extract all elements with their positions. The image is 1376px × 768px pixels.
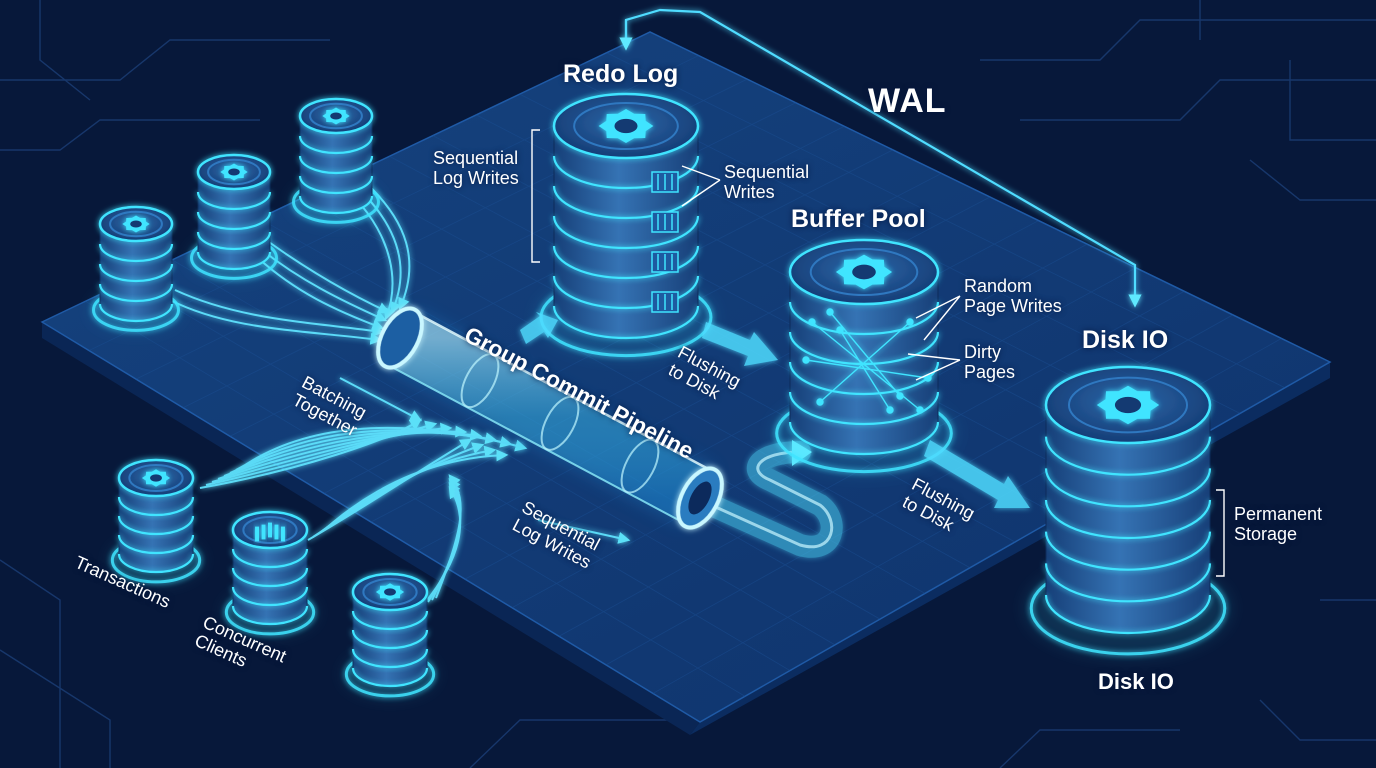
gear-icon [322, 107, 350, 125]
disk-io-cylinder [1025, 365, 1231, 658]
gear-icon [835, 254, 893, 290]
buffer-pool-title: Buffer Pool [791, 205, 926, 233]
client-db-1 [91, 205, 181, 333]
client-db-5 [223, 510, 317, 636]
flow-lines [169, 181, 631, 605]
arrow-icon [520, 312, 558, 344]
callout-lines [531, 129, 1225, 577]
block-arrows [520, 312, 1030, 508]
disk-io-title: Disk IO [1082, 326, 1169, 354]
redo-log-title: Redo Log [563, 60, 679, 88]
client-db-3 [291, 97, 381, 225]
client-db-4 [109, 458, 203, 584]
server-rack-icon [255, 522, 285, 542]
arrow-icon [924, 440, 1030, 508]
sequential-writes-label: Sequential Writes [724, 162, 810, 203]
random-page-writes-label: Random Page Writes [964, 276, 1062, 317]
sequential-log-writes-label: Sequential Log Writes [433, 148, 519, 189]
gear-icon [598, 109, 654, 143]
buffer-pool-cylinder [771, 238, 957, 475]
disk-io-caption: Disk IO [1098, 669, 1174, 694]
gear-icon [375, 583, 405, 601]
wal-connector [619, 8, 1142, 308]
client-db-6 [343, 572, 437, 698]
gear-icon [141, 469, 171, 487]
wal-label: WAL [868, 82, 947, 120]
storage-cylinders [91, 92, 1231, 698]
dirty-pages-label: Dirty Pages [964, 342, 1016, 383]
arrow-icon [702, 322, 778, 366]
gear-icon [122, 215, 150, 233]
permanent-storage-label: Permanent Storage [1234, 504, 1323, 545]
gear-icon [220, 163, 248, 181]
redo-log-cylinder [536, 92, 716, 359]
gear-icon [1096, 385, 1160, 425]
client-db-2 [189, 153, 279, 281]
